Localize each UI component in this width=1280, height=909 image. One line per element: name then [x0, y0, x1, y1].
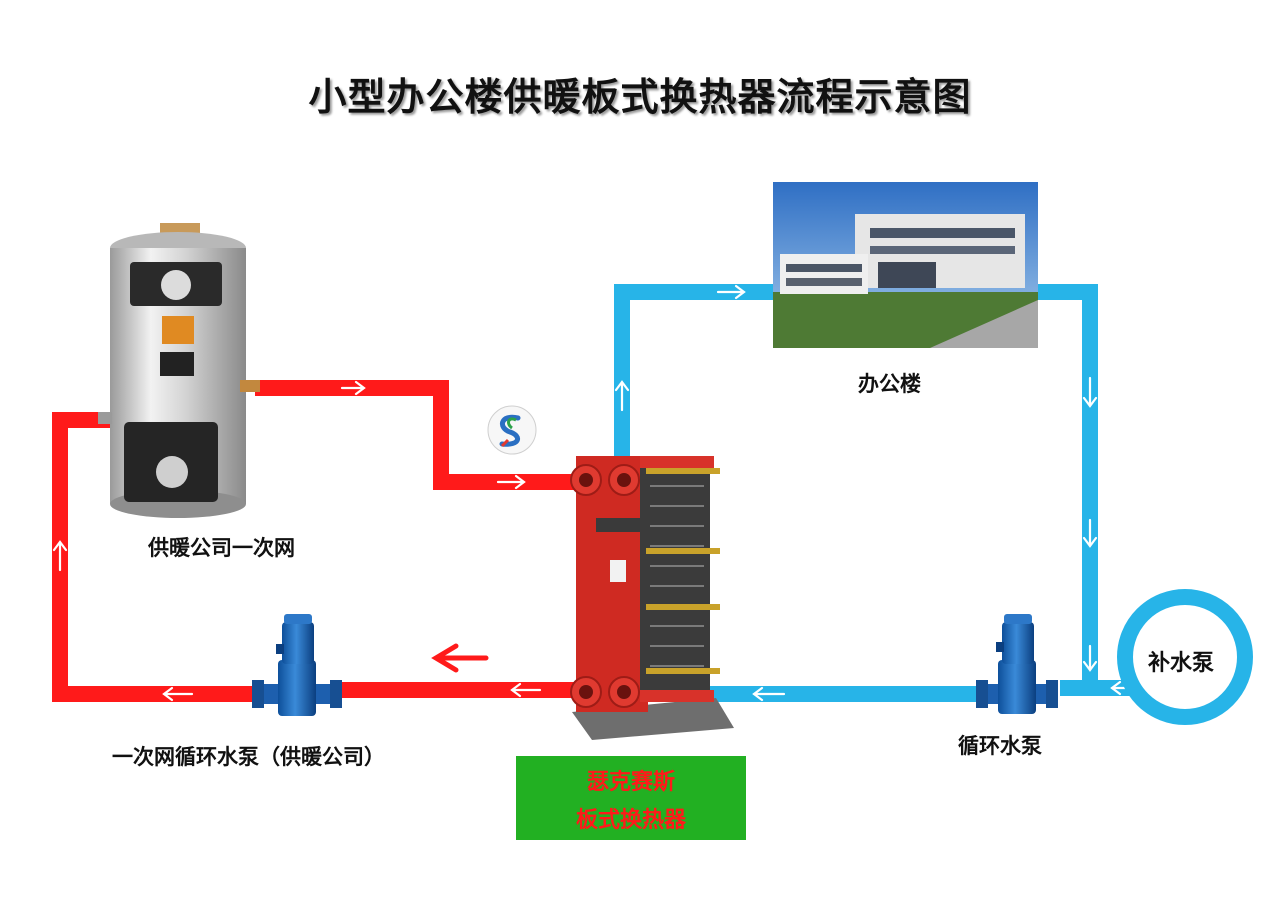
exchanger-type-label: 板式换热器 [575, 808, 686, 833]
makeup-pump-label: 补水泵 [1148, 651, 1215, 676]
office-building-image [773, 182, 1038, 348]
primary-circulation-pump [252, 614, 342, 716]
primary-pump-label: 一次网循环水泵（供暖公司） [112, 745, 385, 769]
diagram-title: 小型办公楼供暖板式换热器流程示意图 [308, 74, 972, 119]
return-direction-arrow [431, 643, 489, 673]
exchanger-brand-name: 瑟克赛斯 [586, 770, 675, 795]
plate-heat-exchanger [570, 456, 734, 740]
exchanger-brand-box: 瑟克赛斯 板式换热器 [516, 756, 746, 840]
secondary-cold-pipes [614, 284, 1130, 702]
circulation-pump-label: 循环水泵 [958, 734, 1042, 758]
flow-arrows [52, 284, 1136, 702]
boiler [98, 223, 260, 518]
company-logo [487, 405, 537, 455]
makeup-pump-ring [1117, 589, 1253, 725]
building-label: 办公楼 [858, 372, 921, 396]
boiler-label: 供暖公司一次网 [148, 536, 295, 560]
secondary-circulation-pump [976, 614, 1058, 714]
